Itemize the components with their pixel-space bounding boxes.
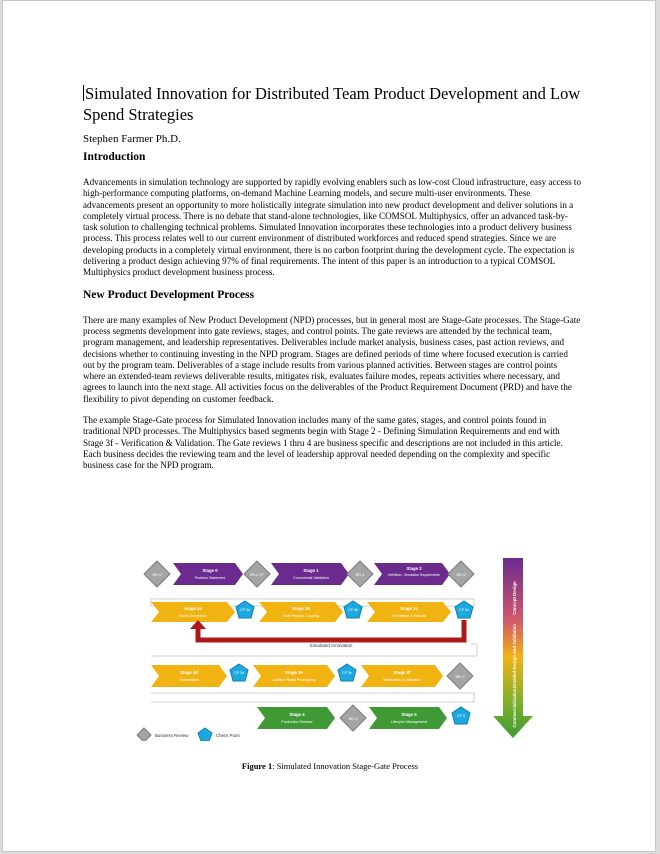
stage-3f[interactable]: Stage 3f Verification & Validation bbox=[361, 665, 443, 687]
gate-br1-label: BR-1 bbox=[355, 572, 365, 577]
stage-3c[interactable]: Stage 3c Simulation & Results bbox=[367, 602, 451, 622]
gate-br4[interactable]: BR-4 bbox=[339, 704, 367, 732]
stage-gate-figure: BR-0 Stage 0 Problem Statement BR-0 CP S… bbox=[131, 556, 551, 743]
stage-2-title: Stage 2 bbox=[406, 566, 422, 571]
stage-3b[interactable]: Stage 3b Multi-Physics Coupling bbox=[259, 602, 343, 622]
phase-arrow: Concept Design Detailed Design and Valid… bbox=[493, 558, 533, 738]
legend: Business Review Check Point bbox=[136, 727, 240, 743]
loop-arrow-path bbox=[195, 620, 467, 643]
loop-arrow-head bbox=[190, 620, 206, 629]
stage-3d[interactable]: Stage 3d Optimization bbox=[151, 665, 227, 687]
gate-br0-cp[interactable]: BR-0 CP bbox=[243, 560, 271, 588]
text-cursor bbox=[83, 85, 84, 101]
stage-gate-diagram: BR-0 Stage 0 Problem Statement BR-0 CP S… bbox=[136, 558, 533, 743]
figure-caption-label: Figure 1 bbox=[241, 761, 273, 771]
connector-row2-row3 bbox=[151, 643, 478, 657]
author-name: Stephen Farmer Ph.D. bbox=[83, 133, 181, 145]
checkpoint-3c-label: CP 3c bbox=[459, 608, 469, 612]
stage-3a-title: Stage 3a bbox=[184, 606, 202, 611]
legend-checkpoint-label: Check Point bbox=[216, 733, 240, 738]
phase-label-concept: Concept Design bbox=[512, 581, 517, 615]
gate-br3[interactable]: BR-3 bbox=[446, 662, 474, 690]
checkpoint-3a[interactable]: CP 3a bbox=[235, 600, 255, 619]
phase-label-detailed: Detailed Design and Validation bbox=[512, 624, 517, 688]
gate-br0[interactable]: BR-0 bbox=[143, 560, 171, 588]
stage-3d-desc: Optimization bbox=[179, 678, 199, 682]
row-4: Stage 4 Production Release BR-4 Stage 5 … bbox=[257, 704, 471, 732]
checkpoint-3e[interactable]: CP 3e bbox=[337, 663, 357, 682]
stage-3c-title: Stage 3c bbox=[400, 606, 418, 611]
document-title[interactable]: Simulated Innovation for Distributed Tea… bbox=[83, 83, 581, 125]
paragraph-introduction: Advancements in simulation technology ar… bbox=[83, 177, 582, 278]
phase-label-commercial: Commercialization bbox=[512, 688, 517, 727]
checkpoint-3b[interactable]: CP 3b bbox=[343, 600, 363, 619]
gate-br0-cp-label: BR-0 CP bbox=[250, 573, 264, 577]
stage-4-desc: Production Release bbox=[281, 720, 312, 724]
stage-3d-title: Stage 3d bbox=[180, 670, 198, 675]
row-2: Stage 3a Model Generation CP 3a Stage 3b… bbox=[151, 600, 474, 622]
stage-3a-desc: Model Generation bbox=[179, 614, 208, 618]
stage-0-title: Stage 0 bbox=[202, 568, 218, 573]
stage-2[interactable]: Stage 2 Definition - Simulation Requirem… bbox=[374, 563, 450, 585]
checkpoint-5[interactable]: CP 5 bbox=[451, 706, 471, 725]
gate-br4-label: BR-4 bbox=[348, 716, 358, 721]
stage-3c-desc: Simulation & Results bbox=[392, 614, 425, 618]
gate-br2[interactable]: BR-2 bbox=[447, 560, 475, 588]
stage-3e-title: Stage 3e bbox=[285, 670, 303, 675]
stage-3b-title: Stage 3b bbox=[292, 606, 310, 611]
gate-br0-label: BR-0 bbox=[152, 572, 162, 577]
row-3: Stage 3d Optimization CP 3d Stage 3e Add… bbox=[151, 662, 474, 690]
stage-4[interactable]: Stage 4 Production Release bbox=[257, 707, 335, 729]
stage-1-title: Stage 1 bbox=[303, 568, 319, 573]
stage-4-title: Stage 4 bbox=[289, 712, 305, 717]
checkpoint-3a-label: CP 3a bbox=[240, 608, 250, 612]
phase-arrow-shape bbox=[493, 558, 533, 738]
document-title-text: Simulated Innovation for Distributed Tea… bbox=[83, 84, 581, 124]
legend-review-label: Business Review bbox=[155, 733, 189, 738]
stage-1-desc: Commercial Validation bbox=[293, 576, 329, 580]
stage-0-desc: Problem Statement bbox=[195, 576, 226, 580]
heading-npd-process: New Product Development Process bbox=[83, 288, 255, 301]
stage-3f-desc: Verification & Validation bbox=[383, 678, 421, 682]
stage-2-desc: Definition - Simulation Requirements bbox=[388, 573, 440, 577]
paragraph-npd-2: The example Stage-Gate process for Simul… bbox=[83, 415, 563, 471]
stage-3b-desc: Multi-Physics Coupling bbox=[283, 614, 319, 618]
stage-0[interactable]: Stage 0 Problem Statement bbox=[173, 563, 243, 585]
simulated-innovation-loop: Simulated Innovation bbox=[190, 620, 467, 648]
connector-row3-row4 bbox=[151, 692, 475, 703]
checkpoint-5-label: CP 5 bbox=[457, 714, 465, 718]
document-body: Simulated Innovation for Distributed Tea… bbox=[83, 83, 581, 482]
checkpoint-3e-label: CP 3e bbox=[342, 671, 352, 675]
legend-review-icon bbox=[136, 727, 152, 743]
connector-row1-row2 bbox=[150, 598, 475, 607]
checkpoint-3c[interactable]: CP 3c bbox=[454, 600, 474, 619]
stage-3e-desc: Additive Rapid Prototyping bbox=[273, 678, 315, 682]
stage-3a[interactable]: Stage 3a Model Generation bbox=[151, 602, 235, 622]
row-1: BR-0 Stage 0 Problem Statement BR-0 CP S… bbox=[143, 560, 475, 588]
checkpoint-3d-label: CP 3d bbox=[234, 671, 244, 675]
loop-label: Simulated Innovation bbox=[310, 643, 353, 648]
checkpoint-3d[interactable]: CP 3d bbox=[229, 663, 249, 682]
paragraph-npd-1: There are many examples of New Product D… bbox=[83, 314, 581, 404]
heading-introduction: Introduction bbox=[83, 151, 146, 163]
checkpoint-3b-label: CP 3b bbox=[348, 608, 358, 612]
stage-3f-title: Stage 3f bbox=[394, 670, 411, 675]
gate-br3-label: BR-3 bbox=[455, 674, 465, 679]
gate-br2-label: BR-2 bbox=[456, 572, 466, 577]
stage-5-title: Stage 5 bbox=[401, 712, 417, 717]
legend-checkpoint-icon bbox=[197, 727, 213, 742]
figure-caption: Figure 1: Simulated Innovation Stage-Gat… bbox=[3, 761, 655, 771]
stage-1[interactable]: Stage 1 Commercial Validation bbox=[271, 563, 349, 585]
stage-5[interactable]: Stage 5 Lifecycle Management bbox=[369, 707, 447, 729]
stage-3e[interactable]: Stage 3e Additive Rapid Prototyping bbox=[253, 665, 335, 687]
gate-br1[interactable]: BR-1 bbox=[346, 560, 374, 588]
stage-5-desc: Lifecycle Management bbox=[391, 720, 427, 724]
figure-caption-text: : Simulated Innovation Stage-Gate Proces… bbox=[272, 761, 419, 771]
